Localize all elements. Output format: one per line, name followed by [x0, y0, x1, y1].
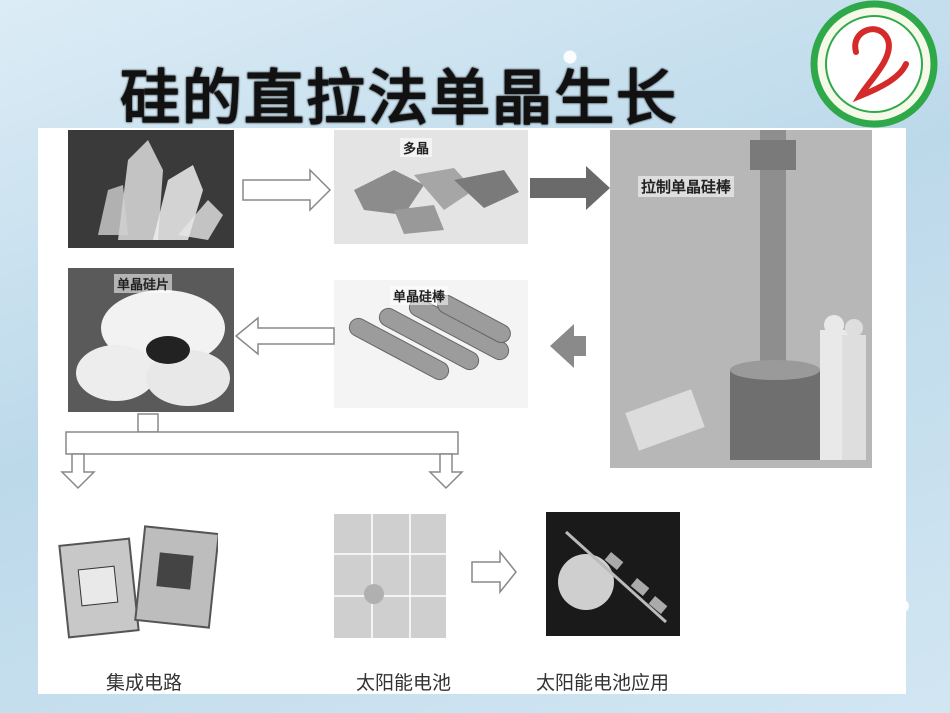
arrow-right-icon [530, 166, 610, 210]
arrow-right-icon [242, 168, 332, 212]
ingot-photo: 单晶硅棒 [334, 280, 528, 408]
caption-solar-cell: 太阳能电池 [356, 672, 452, 694]
connector-stub [137, 413, 159, 433]
polycrystal-photo: 多晶 [334, 130, 528, 244]
puller-machine-photo: 拉制单晶硅棒 [610, 130, 872, 468]
arrow-down-icon [428, 453, 464, 490]
solar-cell-photo [334, 514, 446, 638]
ic-chip-photo [58, 520, 218, 648]
wafer-label: 单晶硅片 [114, 274, 173, 293]
school-logo [810, 0, 938, 128]
arrow-right-icon [471, 549, 517, 595]
arrow-left-icon [234, 316, 335, 356]
solar-application-photo [546, 512, 680, 636]
ingot-label: 单晶硅棒 [390, 286, 449, 305]
caption-solar-application: 太阳能电池应用 [536, 672, 670, 694]
caption-ic: 集成电路 [106, 672, 183, 694]
process-figure: 多晶 拉制单晶硅棒 单晶硅片 [38, 128, 906, 694]
polycrystal-label: 多晶 [400, 138, 433, 157]
pulling-label: 拉制单晶硅棒 [638, 176, 735, 197]
distribution-bar [65, 431, 459, 455]
process-arrows [60, 166, 610, 595]
wafer-photo: 单晶硅片 [68, 268, 234, 412]
quartz-photo [68, 130, 234, 248]
arrow-left-icon [550, 324, 586, 368]
slide-title: 硅的直拉法单晶生长 [120, 64, 678, 134]
arrow-down-icon [60, 453, 96, 490]
